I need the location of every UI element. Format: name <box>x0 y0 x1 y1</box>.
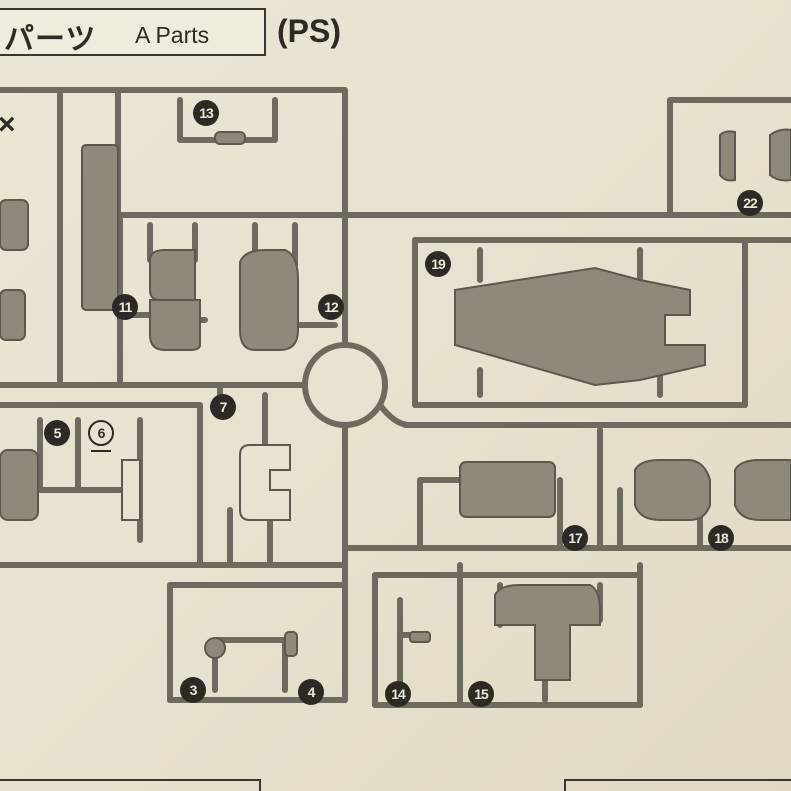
parts <box>0 128 791 681</box>
part-number-6-underline <box>91 450 111 452</box>
part-number-14: 14 <box>385 681 411 707</box>
part-3-peg <box>204 637 226 659</box>
part-number-11: 11 <box>112 294 138 320</box>
part-17-panel <box>459 461 556 518</box>
part-12-panel <box>239 249 299 351</box>
part-number-22: 22 <box>737 190 763 216</box>
part-left-block-a <box>0 199 29 251</box>
section-title-japanese: パーツ <box>4 23 97 56</box>
part-number-7: 7 <box>210 394 236 420</box>
part-number-17: 17 <box>562 525 588 551</box>
part-number-3: 3 <box>180 677 206 703</box>
part-18-a <box>634 459 711 521</box>
part-number-6: 6 <box>88 420 114 446</box>
part-11-half-b <box>149 299 201 351</box>
section-title-material: (PS) <box>277 13 341 49</box>
section-header-box <box>0 8 266 56</box>
part-19-panel <box>454 266 706 387</box>
part-6-slot <box>121 459 141 521</box>
part-15-block <box>494 584 601 681</box>
part-13-peg <box>214 131 246 145</box>
part-number-13: 13 <box>193 100 219 126</box>
part-5-block <box>0 449 39 521</box>
part-number-5: 5 <box>44 420 70 446</box>
runner-ring <box>302 342 388 428</box>
part-number-19: 19 <box>425 251 451 277</box>
part-22-b <box>769 128 791 182</box>
part-left-block-b <box>0 289 26 341</box>
part-11-half-a <box>149 249 196 301</box>
part-14-peg <box>409 631 431 643</box>
runner-frame <box>0 87 791 708</box>
part-18-b <box>734 459 791 521</box>
next-section-frames <box>0 779 791 791</box>
part-number-4: 4 <box>298 679 324 705</box>
part-7-c-piece <box>239 444 291 521</box>
part-22-a <box>719 130 736 182</box>
cross-mark: × <box>0 108 16 141</box>
part-4-peg <box>284 631 298 657</box>
part-number-12: 12 <box>318 294 344 320</box>
section-title-english: A Parts <box>135 22 210 48</box>
part-number-15: 15 <box>468 681 494 707</box>
part-number-18: 18 <box>708 525 734 551</box>
part-11-long-panel <box>81 144 119 311</box>
